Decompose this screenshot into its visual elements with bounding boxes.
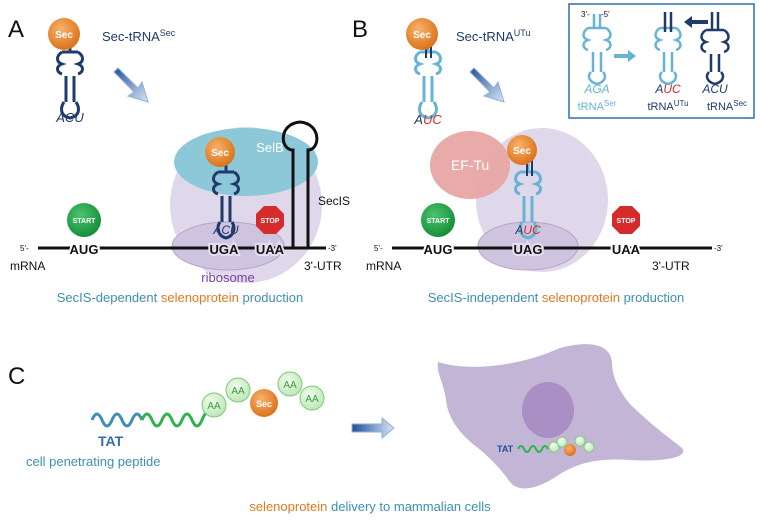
inset-label-ser: tRNASer (578, 99, 617, 113)
aa-residue (225, 377, 251, 403)
anticodon-bound-a: ACU (212, 223, 239, 237)
inset-anticodon-utu: AUC (654, 82, 681, 96)
panel-b-label: B (352, 16, 368, 43)
cell-aa (548, 441, 560, 453)
utr-a: 3'-UTR (304, 259, 342, 273)
sec-label: Sec (256, 399, 272, 409)
aa-label: AA (207, 401, 221, 412)
secis-hairpin (281, 120, 326, 250)
codon-uag-b: UAG (514, 242, 543, 257)
trna-sec-icon (700, 12, 730, 86)
sec-residue (250, 389, 278, 417)
sec-ball-bound-a (205, 137, 235, 167)
five-prime-b: 5'- (374, 244, 383, 253)
stop-signal-b (612, 206, 640, 234)
sec-trna-label-b: Sec-tRNAUTu (456, 28, 530, 44)
inset-five-end: -5' (601, 10, 610, 19)
tat-label: TAT (98, 433, 124, 449)
codon-uaa-a: UAA (256, 242, 285, 257)
cell-peptide-wave (517, 445, 549, 453)
caption-b: SecIS-independent selenoprotein producti… (428, 290, 685, 305)
free-sec-trna-a: Sec ACU (48, 18, 84, 125)
stop-signal-a (256, 206, 284, 234)
start-label: START (73, 218, 97, 225)
panel-a-label: A (8, 16, 24, 43)
trna-utu-icon (654, 26, 682, 86)
sec-ball-bound-b (507, 135, 537, 165)
utr-b: 3'-UTR (652, 259, 690, 273)
panel-a: A Sec ACU Sec-tRNASec SelB Sec ACU SecIS… (8, 16, 350, 305)
inset-anticodon-sec: ACU (701, 82, 728, 96)
inset-label-sec: tRNASec (707, 99, 747, 113)
cell-sec (564, 444, 576, 456)
sec-label: Sec (55, 30, 73, 41)
sec-ball-b (406, 18, 438, 50)
tat-description: cell penetrating peptide (26, 454, 160, 469)
tat-wave (90, 412, 144, 428)
three-prime-a: -3' (328, 244, 337, 253)
inset-arrow-right (614, 50, 636, 62)
inset-anticodon-ser: AGA (583, 82, 609, 96)
ribosome-small-b (477, 221, 579, 271)
eftu-protein (430, 131, 510, 199)
secis-label: SecIS (318, 194, 350, 208)
codon-aug-a: AUG (70, 242, 99, 257)
inset-three-end: 3'- (581, 10, 590, 19)
start-signal-a (67, 203, 101, 237)
sec-label: Sec (513, 146, 531, 157)
panel-c-label: C (8, 363, 25, 390)
mrna-label-b: mRNA (366, 259, 401, 273)
cell-aa (556, 436, 568, 448)
codon-uaa-b: UAA (612, 242, 641, 257)
ribosome-label: ribosome (201, 270, 254, 285)
eftu-label: EF-Tu (451, 157, 489, 173)
stop-label: STOP (261, 218, 280, 225)
stop-label: STOP (617, 218, 636, 225)
codon-uga-a: UGA (210, 242, 240, 257)
trna-inset: 3'- -5' AGA tRNASer AUC tRNAUTu ACU tRNA… (568, 3, 755, 119)
sec-label: Sec (211, 148, 229, 159)
caption-a: SecIS-dependent selenoprotein production (57, 290, 303, 305)
three-prime-b: -3' (714, 244, 723, 253)
bound-sec-trna-a (212, 164, 240, 240)
inset-arrow-left (684, 16, 708, 28)
selb-label: SelB (256, 140, 283, 155)
aa-label: AA (283, 380, 297, 391)
panel-c: C AA AA Sec AA AA TAT cell penetrating p… (8, 344, 684, 514)
cell-tat-label: TAT (497, 444, 514, 454)
peptide-wave (140, 410, 211, 428)
arrow-c (351, 416, 395, 440)
caption-c: selenoprotein delivery to mammalian cell… (249, 499, 491, 514)
aa-residue (277, 371, 303, 397)
sec-ball (48, 18, 80, 50)
ribosome-small (171, 221, 285, 271)
cell-aa (574, 435, 586, 447)
cell-aa (583, 441, 595, 453)
start-label: START (427, 218, 451, 225)
trna-utu-acceptor (663, 12, 673, 32)
panel-b: B Sec AUC Sec-tRNAUTu EF-Tu Sec AUC 5'- … (352, 16, 723, 305)
free-sec-trna-b (414, 44, 442, 120)
trna-ser-icon (582, 14, 612, 86)
anticodon-bound-b: AUC (514, 223, 541, 237)
arrow-b (469, 67, 505, 103)
mrna-label-a: mRNA (10, 259, 45, 273)
codon-aug-b: AUG (424, 242, 453, 257)
sec-trna-label-a: Sec-tRNASec (102, 28, 176, 44)
cell-nucleus (522, 382, 574, 438)
inset-label-utu: tRNAUTu (647, 99, 688, 113)
aa-label: AA (305, 394, 319, 405)
selb-protein (174, 128, 318, 196)
anticodon-a: ACU (55, 110, 84, 125)
arrow-a (113, 67, 149, 103)
aa-label: AA (231, 386, 245, 397)
anticodon-b: AUC (413, 112, 442, 127)
five-prime-a: 5'- (20, 244, 29, 253)
aa-residue (201, 392, 227, 418)
aa-residue (299, 385, 325, 411)
sec-label: Sec (413, 30, 431, 41)
start-signal-b (421, 203, 455, 237)
